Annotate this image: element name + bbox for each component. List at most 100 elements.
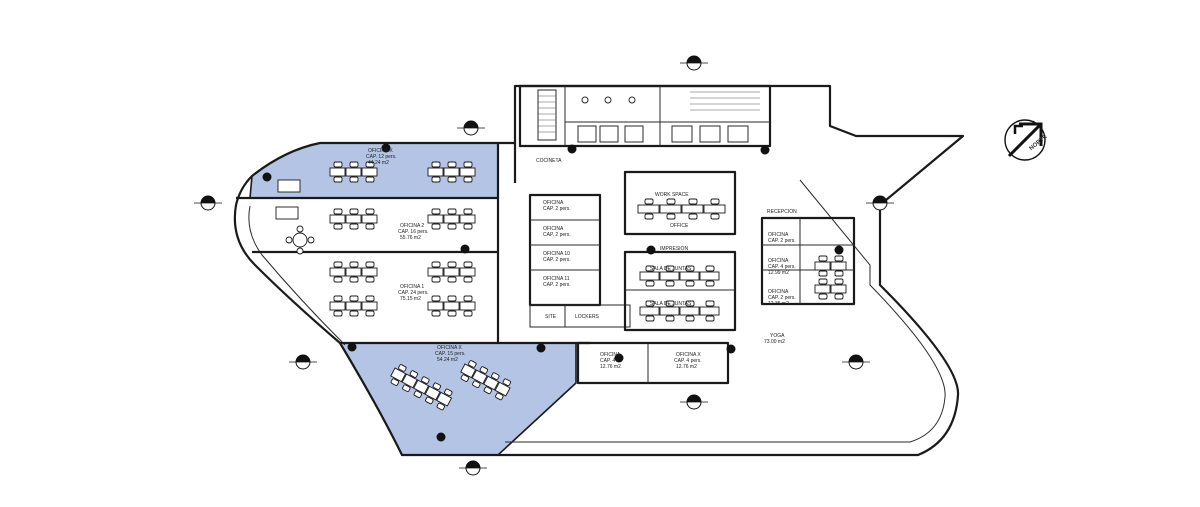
chair	[472, 380, 481, 388]
chair	[421, 376, 430, 384]
chair	[365, 223, 375, 230]
chair	[685, 265, 695, 272]
column	[834, 245, 844, 255]
room-capacity: CAP. 2 pers.	[543, 232, 571, 238]
room-area: 54.24 m2	[437, 357, 458, 363]
chair	[665, 300, 675, 307]
room-capacity: CAP. 4	[600, 358, 615, 364]
chair	[460, 374, 470, 382]
desk	[361, 267, 378, 277]
chair	[818, 293, 828, 300]
highlight-office-bottom	[338, 342, 577, 456]
desk	[459, 301, 476, 311]
chair	[447, 276, 457, 283]
desk-clusters	[275, 161, 847, 411]
chair	[463, 310, 473, 317]
chair	[463, 161, 473, 168]
column	[614, 353, 624, 363]
room-name: OFICINA	[543, 226, 564, 232]
chair	[349, 295, 359, 302]
desk	[277, 179, 301, 193]
rotated-desk-cluster	[390, 364, 453, 411]
room-area: 12.35 m2	[768, 301, 789, 307]
chair	[333, 176, 343, 183]
column	[760, 145, 770, 155]
room-name: OFICINA X	[437, 345, 462, 351]
room-labels: OFICINA X CAP. 12 pers. 44.24 m2 OFICINA…	[366, 148, 797, 370]
column	[726, 344, 736, 354]
desk	[443, 301, 460, 311]
chair	[688, 213, 698, 220]
right-offices-block	[760, 216, 856, 306]
chair	[479, 366, 489, 374]
chair	[447, 161, 457, 168]
desk	[345, 267, 362, 277]
desk	[459, 214, 476, 224]
chair	[463, 276, 473, 283]
chair	[447, 261, 457, 268]
chair	[685, 315, 695, 322]
chair	[436, 402, 445, 411]
desk	[659, 306, 680, 316]
room-name: COCINETA	[536, 158, 562, 164]
desk	[483, 375, 500, 391]
chair	[665, 265, 675, 272]
desk	[679, 271, 700, 281]
chair	[431, 223, 441, 230]
room-capacity: CAP. 24 pers.	[398, 290, 428, 296]
room-capacity: CAP. 2 pers.	[543, 257, 571, 263]
chair	[333, 208, 343, 215]
chair	[491, 372, 500, 380]
chair	[705, 315, 715, 322]
room-capacity: CAP. 2 pers.	[768, 295, 796, 301]
room-capacity: CAP. 15 pers.	[435, 351, 465, 357]
room-capacity: CAP. 16 pers.	[398, 229, 428, 235]
chair	[333, 161, 343, 168]
chair	[285, 236, 293, 244]
room-name: WORK SPACE	[655, 192, 689, 198]
chair	[834, 278, 844, 285]
desk	[436, 391, 453, 407]
chair	[398, 364, 407, 372]
desk	[471, 369, 488, 385]
restroom-fixtures	[577, 96, 749, 143]
desk	[427, 167, 444, 177]
desk	[659, 204, 682, 214]
desk	[329, 214, 346, 224]
column	[436, 432, 446, 442]
chair	[409, 370, 419, 378]
room-area: 12.99 m2	[768, 270, 789, 276]
desk	[361, 167, 378, 177]
section-marker-icon	[194, 195, 222, 211]
chair	[402, 384, 411, 392]
room-name: OFICINA	[768, 289, 789, 295]
section-marker-icon	[866, 195, 894, 211]
room-name: OFICINA 11	[543, 276, 570, 282]
chair	[390, 378, 400, 386]
chair	[432, 382, 442, 391]
inner-curve-left	[248, 205, 346, 346]
chair	[463, 295, 473, 302]
room-name: OFICINA	[768, 232, 789, 238]
desk	[401, 373, 418, 389]
chair	[431, 261, 441, 268]
desk	[699, 306, 720, 316]
room-area: 12.76 m2	[676, 364, 697, 370]
desk	[639, 306, 660, 316]
desk	[830, 284, 847, 294]
desk	[361, 301, 378, 311]
chair	[425, 396, 434, 405]
chair	[710, 198, 720, 205]
chair	[710, 213, 720, 220]
chair	[685, 300, 695, 307]
room-name: OFICINA	[600, 352, 621, 358]
chair	[307, 236, 315, 244]
chair	[349, 310, 359, 317]
desk	[424, 385, 441, 401]
desk	[413, 379, 430, 395]
chair	[665, 280, 675, 287]
chair	[468, 360, 477, 368]
bottom-mid-offices	[576, 341, 730, 385]
chair	[818, 278, 828, 285]
service-core	[518, 84, 772, 148]
